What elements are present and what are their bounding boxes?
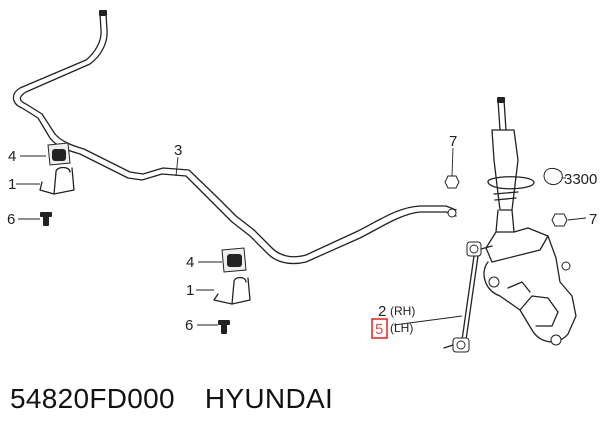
stabilizer-bar (12, 10, 457, 265)
bolt-left (40, 212, 52, 226)
strut-assembly (485, 97, 549, 263)
bracket-left (39, 166, 75, 195)
callout-1-mid: 1 (186, 282, 194, 299)
part-3300 (543, 167, 563, 185)
steering-knuckle (483, 235, 577, 346)
nut-right (551, 213, 568, 227)
bracket-mid (213, 276, 251, 305)
bushing-left (47, 142, 71, 166)
leader-lines (16, 147, 587, 326)
callout-2-side: (RH) (390, 304, 415, 318)
brand-name: HYUNDAI (204, 383, 334, 414)
callout-7-top: 7 (449, 133, 457, 150)
bolt-mid (218, 320, 230, 334)
bushing-mid (221, 247, 247, 273)
callout-4-mid: 4 (186, 254, 194, 271)
callout-5: 5 (375, 321, 383, 338)
callout-7-right: 7 (589, 211, 597, 228)
highlight-box (371, 318, 388, 339)
callout-1-left: 1 (8, 176, 16, 193)
callout-3: 3 (174, 142, 182, 159)
stabilizer-link (443, 241, 493, 353)
caption: 54820FD000 HYUNDAI (10, 383, 333, 415)
callout-6-left: 6 (7, 211, 15, 228)
nut-top (444, 175, 460, 189)
part-number: 54820FD000 (10, 383, 175, 414)
callout-2: 2 (378, 303, 386, 320)
callout-4-left: 4 (8, 148, 16, 165)
callout-5-side: (LH) (390, 321, 413, 335)
callout-3300: 3300 (564, 171, 597, 188)
callout-6-mid: 6 (185, 317, 193, 334)
